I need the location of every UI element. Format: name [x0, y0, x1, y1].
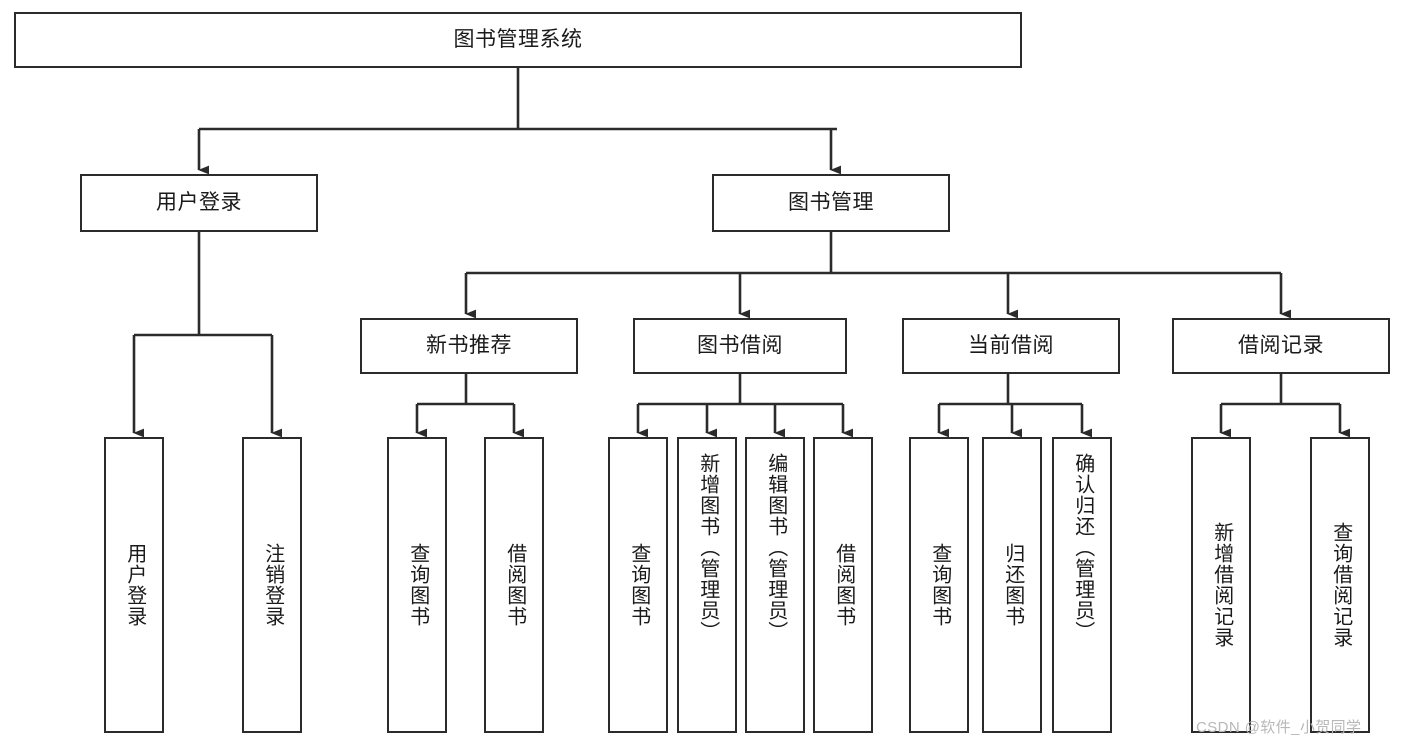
edge-group-new-book-rec [415, 374, 525, 438]
node-leaf-return-book[interactable]: 归还图书 [982, 437, 1042, 733]
node-leaf-query-book-cur[interactable]: 查询图书 [909, 437, 969, 733]
node-leaf-query-record-label: 查询借阅记录 [1329, 522, 1352, 648]
node-book-manage-label: 图书管理 [788, 191, 874, 215]
node-leaf-borrow-book-rec-label: 借阅图书 [503, 543, 526, 627]
node-leaf-user-logout[interactable]: 注销登录 [242, 437, 302, 733]
node-leaf-add-record[interactable]: 新增借阅记录 [1191, 437, 1251, 733]
node-book-borrow[interactable]: 图书借阅 [633, 318, 847, 374]
edge-group-book-manage [464, 232, 1292, 319]
node-leaf-borrow-book[interactable]: 借阅图书 [813, 437, 873, 733]
node-root-label: 图书管理系统 [453, 28, 583, 52]
node-borrow-record-label: 借阅记录 [1238, 334, 1324, 358]
node-current-borrow-label: 当前借阅 [968, 334, 1054, 358]
node-book-manage[interactable]: 图书管理 [712, 174, 950, 232]
edge-group-current-borrow [937, 374, 1093, 438]
node-new-book-rec[interactable]: 新书推荐 [360, 318, 578, 374]
node-current-borrow[interactable]: 当前借阅 [902, 318, 1120, 374]
node-user-login-label: 用户登录 [156, 191, 242, 215]
node-leaf-edit-book-label: 编辑图书（管理员） [764, 453, 787, 642]
edge-group-borrow-record [1219, 374, 1351, 438]
node-leaf-confirm-return[interactable]: 确认归还（管理员） [1052, 437, 1112, 733]
node-root[interactable]: 图书管理系统 [14, 12, 1022, 68]
node-leaf-add-book-label: 新增图书（管理员） [696, 453, 719, 642]
node-user-login[interactable]: 用户登录 [80, 174, 318, 232]
node-leaf-query-book-rec[interactable]: 查询图书 [387, 437, 447, 733]
node-new-book-rec-label: 新书推荐 [426, 334, 512, 358]
node-leaf-confirm-return-label: 确认归还（管理员） [1071, 453, 1094, 642]
node-leaf-query-book-cur-label: 查询图书 [928, 543, 951, 627]
node-leaf-borrow-book-label: 借阅图书 [832, 543, 855, 627]
node-leaf-add-record-label: 新增借阅记录 [1210, 522, 1233, 648]
edge-group-user-login [132, 232, 283, 438]
node-borrow-record[interactable]: 借阅记录 [1172, 318, 1390, 374]
node-leaf-edit-book[interactable]: 编辑图书（管理员） [745, 437, 805, 733]
edge-group-book-borrow [636, 374, 854, 438]
edge-group-root [197, 68, 842, 175]
node-book-borrow-label: 图书借阅 [697, 334, 783, 358]
node-leaf-add-book[interactable]: 新增图书（管理员） [677, 437, 737, 733]
node-leaf-return-book-label: 归还图书 [1001, 543, 1024, 627]
node-leaf-user-login-label: 用户登录 [123, 543, 146, 627]
node-leaf-user-logout-label: 注销登录 [261, 543, 284, 627]
node-leaf-query-record[interactable]: 查询借阅记录 [1310, 437, 1370, 733]
node-leaf-borrow-book-rec[interactable]: 借阅图书 [484, 437, 544, 733]
node-leaf-query-book-rec-label: 查询图书 [406, 543, 429, 627]
node-leaf-query-book-borrow-label: 查询图书 [627, 543, 650, 627]
node-leaf-query-book-borrow[interactable]: 查询图书 [608, 437, 668, 733]
node-leaf-user-login[interactable]: 用户登录 [104, 437, 164, 733]
